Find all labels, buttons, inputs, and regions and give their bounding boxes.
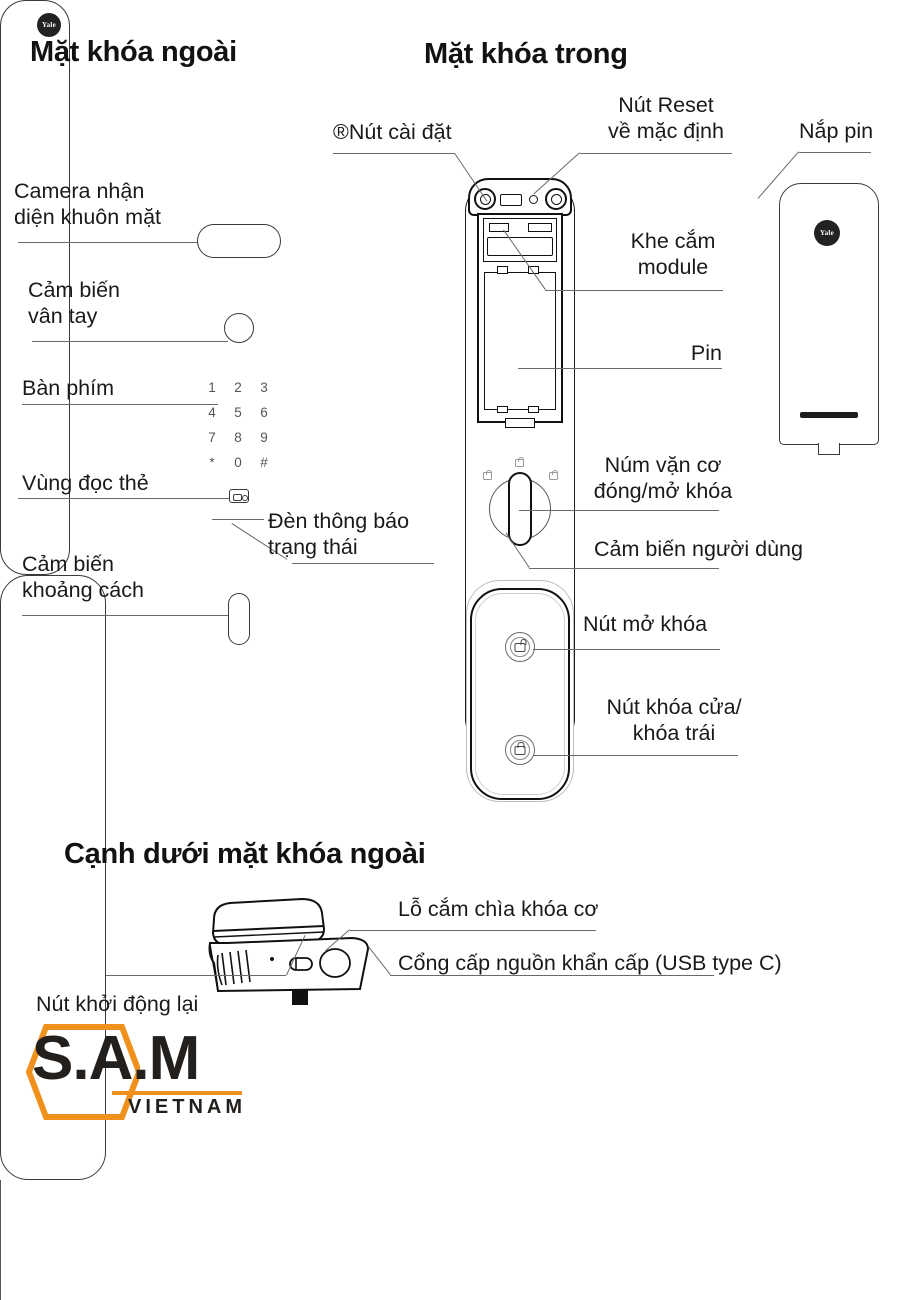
label-usb-port: Cổng cấp nguồn khẩn cấp (USB type C) bbox=[398, 951, 782, 975]
mechanical-knob[interactable] bbox=[508, 472, 532, 546]
keypad-key[interactable]: 9 bbox=[260, 430, 268, 445]
keypad-key[interactable]: 7 bbox=[208, 430, 216, 445]
keypad-key[interactable]: 2 bbox=[234, 380, 242, 395]
keypad-key[interactable]: # bbox=[260, 455, 268, 470]
leader-status-light-h bbox=[212, 519, 264, 521]
leader-reset-h bbox=[580, 153, 732, 155]
label-lock-button: Nút khóa cửa/ khóa trái bbox=[606, 695, 742, 746]
battery-clip-left bbox=[497, 266, 508, 274]
logo-subtitle: VIETNAM bbox=[128, 1096, 246, 1118]
unlock-button bbox=[505, 632, 535, 662]
label-unlock-button: Nút mở khóa bbox=[583, 612, 708, 636]
yale-logo-badge-outer: Yale bbox=[37, 13, 61, 37]
lock-icon bbox=[514, 742, 526, 755]
leader-battery bbox=[518, 368, 722, 370]
leader-usb-h bbox=[390, 975, 714, 977]
yale-logo-badge-cover: Yale bbox=[814, 220, 840, 246]
label-keypad: Bàn phím bbox=[22, 376, 115, 400]
outer-panel-seam bbox=[0, 1180, 1, 1300]
settings-button-inner[interactable] bbox=[500, 194, 522, 206]
battery-cover: Yale bbox=[779, 183, 879, 445]
lock-icon-right bbox=[549, 469, 558, 480]
dip-switch-right bbox=[528, 223, 552, 232]
label-module-slot: Khe cắm module bbox=[630, 229, 716, 280]
label-battery: Pin bbox=[690, 341, 722, 365]
keypad[interactable]: 1 2 3 4 5 6 7 8 9 * 0 # bbox=[199, 380, 277, 470]
keypad-key[interactable]: 4 bbox=[208, 405, 216, 420]
lock-button bbox=[505, 735, 535, 765]
keypad-key[interactable]: 5 bbox=[234, 405, 242, 420]
logo-hexagon-icon bbox=[25, 1024, 140, 1120]
leader-camera bbox=[18, 242, 240, 244]
dip-switch-left bbox=[489, 223, 509, 232]
diagram-canvas: Mặt khóa ngoài Mặt khóa trong Cạnh dưới … bbox=[0, 0, 879, 1300]
battery-cavity bbox=[484, 272, 556, 410]
inner-face-title: Mặt khóa trong bbox=[424, 38, 628, 70]
label-reset-button: Nút Reset về mặc định bbox=[608, 93, 724, 144]
face-recognition-camera bbox=[197, 224, 281, 258]
outer-lock-rear-plate bbox=[0, 0, 70, 575]
fingerprint-sensor bbox=[224, 313, 254, 343]
card-reader-icon bbox=[229, 489, 249, 503]
leader-keypad bbox=[22, 404, 218, 406]
logo-accent-bar bbox=[112, 1091, 242, 1095]
bottom-edge-title: Cạnh dưới mặt khóa ngoài bbox=[64, 838, 426, 870]
label-card-reader: Vùng đọc thẻ bbox=[22, 471, 149, 495]
label-key-hole: Lỗ cắm chìa khóa cơ bbox=[398, 897, 599, 921]
leader-unlock-button bbox=[533, 649, 720, 651]
proximity-sensor bbox=[228, 593, 250, 645]
outer-face-title: Mặt khóa ngoài bbox=[30, 36, 237, 68]
keypad-key[interactable]: 6 bbox=[260, 405, 268, 420]
reset-button-inner[interactable] bbox=[529, 195, 538, 204]
label-camera: Camera nhận diện khuôn mặt bbox=[14, 179, 162, 230]
keypad-key[interactable]: 0 bbox=[234, 455, 242, 470]
outer-lock-front-panel: Yale bbox=[0, 13, 106, 1180]
label-user-sensor: Cảm biến người dùng bbox=[594, 537, 803, 561]
leader-card-reader bbox=[18, 498, 230, 500]
keypad-key[interactable]: 8 bbox=[234, 430, 242, 445]
leader-proximity bbox=[22, 615, 232, 617]
leader-fingerprint bbox=[32, 341, 228, 343]
logo-wordmark: S.A.M bbox=[32, 1024, 200, 1093]
leader-lock-button bbox=[533, 755, 738, 757]
label-battery-cover: Nắp pin bbox=[799, 119, 874, 143]
label-fingerprint: Cảm biến vân tay bbox=[28, 278, 121, 329]
leader-settings-h bbox=[333, 153, 455, 155]
battery-latch bbox=[505, 418, 535, 428]
lock-icon-top bbox=[515, 456, 524, 467]
unlock-icon bbox=[514, 639, 527, 652]
leader-knob bbox=[519, 510, 719, 512]
keypad-key[interactable]: 1 bbox=[208, 380, 216, 395]
keypad-key[interactable]: * bbox=[209, 455, 215, 470]
label-proximity: Cảm biến khoảng cách bbox=[22, 552, 144, 603]
leader-restart-h bbox=[106, 975, 286, 977]
unlock-icon-left bbox=[483, 469, 492, 480]
screw-hole-right bbox=[545, 188, 567, 210]
inner-handle-bevel bbox=[475, 593, 565, 795]
keypad-key[interactable]: 3 bbox=[260, 380, 268, 395]
leader-batt-cover-h bbox=[799, 152, 871, 154]
leader-user-sensor-h bbox=[529, 568, 719, 570]
leader-status-light-h2 bbox=[292, 563, 434, 565]
leader-key-hole-h bbox=[350, 930, 596, 932]
battery-clip-bottom-left bbox=[497, 406, 508, 413]
label-restart-button: Nút khởi động lại bbox=[36, 992, 199, 1016]
sam-vietnam-logo: S.A.M VIETNAM bbox=[8, 1022, 254, 1122]
label-settings-button: ®Nút cài đặt bbox=[333, 120, 452, 144]
battery-cover-slot bbox=[800, 412, 858, 418]
leader-module-h bbox=[545, 290, 723, 292]
battery-cover-foot bbox=[818, 443, 840, 455]
bottom-edge-drawing bbox=[208, 897, 370, 1005]
label-status-light: Đèn thông báo trạng thái bbox=[268, 509, 410, 560]
battery-clip-bottom-right bbox=[528, 406, 539, 413]
label-mech-knob: Núm vặn cơ đóng/mở khóa bbox=[593, 453, 733, 504]
